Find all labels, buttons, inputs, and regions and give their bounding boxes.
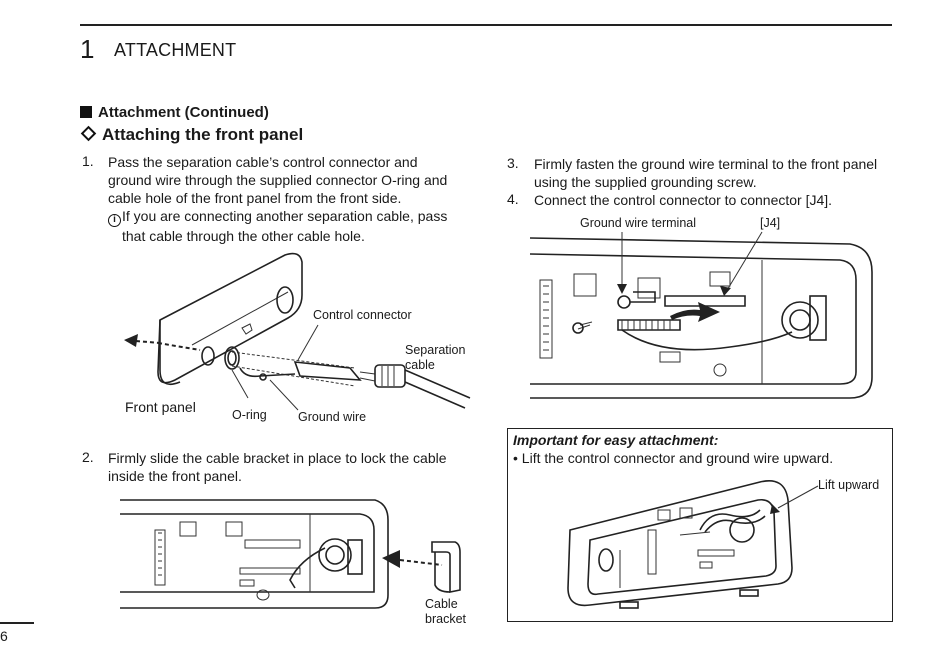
step-2-line: Firmly slide the cable bracket in place … xyxy=(108,450,447,466)
subsection-heading: Attaching the front panel xyxy=(80,125,303,145)
section-heading: Attachment (Continued) xyxy=(80,104,269,121)
arrow-left-icon xyxy=(124,334,201,351)
page-number-rule xyxy=(0,622,34,624)
subsection-title: Attaching the front panel xyxy=(102,125,304,144)
label-cable-bracket-line2: bracket xyxy=(425,612,466,626)
label-control-connector: Control connector xyxy=(313,308,412,322)
page-number: 6 xyxy=(0,628,8,644)
note-line: that cable through the other cable hole. xyxy=(122,228,365,244)
step-1-number: 1. xyxy=(82,153,94,169)
step-4-text: Connect the control connector to connect… xyxy=(534,191,832,209)
step-3-number: 3. xyxy=(507,155,519,171)
important-text: • Lift the control connector and ground … xyxy=(513,450,834,466)
cable-bracket-drawing xyxy=(431,541,461,593)
step-1-line: ground wire through the supplied connect… xyxy=(108,172,448,188)
step-1-line: Pass the separation cable’s control conn… xyxy=(108,154,418,170)
step-3-text: Firmly fasten the ground wire terminal t… xyxy=(534,155,877,191)
info-icon: i xyxy=(108,214,121,227)
panel-rear-drawing xyxy=(120,499,389,609)
figure-front-panel-cable xyxy=(124,252,471,411)
figure-cable-bracket xyxy=(120,499,461,609)
label-j4: [J4] xyxy=(760,216,781,230)
label-o-ring: O-ring xyxy=(232,408,267,422)
callout-lines xyxy=(770,485,819,514)
step-2-text: Firmly slide the cable bracket in place … xyxy=(108,449,447,485)
figure-lift-upward xyxy=(567,480,819,609)
step-4-number: 4. xyxy=(507,191,519,207)
step-1-line: cable hole of the front panel from the f… xyxy=(108,190,402,206)
panel-interior-drawing xyxy=(567,480,793,609)
top-rule xyxy=(80,24,892,26)
label-ground-wire-terminal: Ground wire terminal xyxy=(580,216,697,230)
step-1-text: Pass the separation cable’s control conn… xyxy=(108,153,447,245)
figure-ground-terminal-j4 xyxy=(529,231,873,399)
label-ground-wire: Ground wire xyxy=(298,410,367,424)
diamond-bullet-icon xyxy=(80,125,97,142)
step-3-line: Firmly fasten the ground wire terminal t… xyxy=(534,156,878,172)
callout-lines xyxy=(231,324,319,411)
callout-lines xyxy=(617,231,763,296)
insert-arrow-icon xyxy=(670,302,720,322)
chapter-title: ATTACHMENT xyxy=(114,40,237,60)
chapter-number: 1 xyxy=(80,34,95,64)
label-lift-upward: Lift upward xyxy=(818,478,880,492)
note-line: If you are connecting another separation… xyxy=(122,208,448,224)
label-separation-cable-line2: cable xyxy=(405,358,435,372)
step-2-line: inside the front panel. xyxy=(108,468,242,484)
front-panel-drawing xyxy=(157,252,303,386)
step-3-line: using the supplied grounding screw. xyxy=(534,174,757,190)
square-bullet-icon xyxy=(80,106,92,118)
label-separation-cable-line1: Separation xyxy=(405,343,466,357)
important-title: Important for easy attachment: xyxy=(513,432,719,448)
label-front-panel: Front panel xyxy=(125,399,196,415)
step-4-line: Connect the control connector to connect… xyxy=(534,192,833,208)
step-2-number: 2. xyxy=(82,449,94,465)
label-cable-bracket-line1: Cable xyxy=(425,597,458,611)
panel-rear-drawing xyxy=(529,237,873,399)
separation-cable-drawing xyxy=(231,351,471,409)
important-box xyxy=(507,428,893,622)
section-title: Attachment (Continued) xyxy=(98,104,269,121)
